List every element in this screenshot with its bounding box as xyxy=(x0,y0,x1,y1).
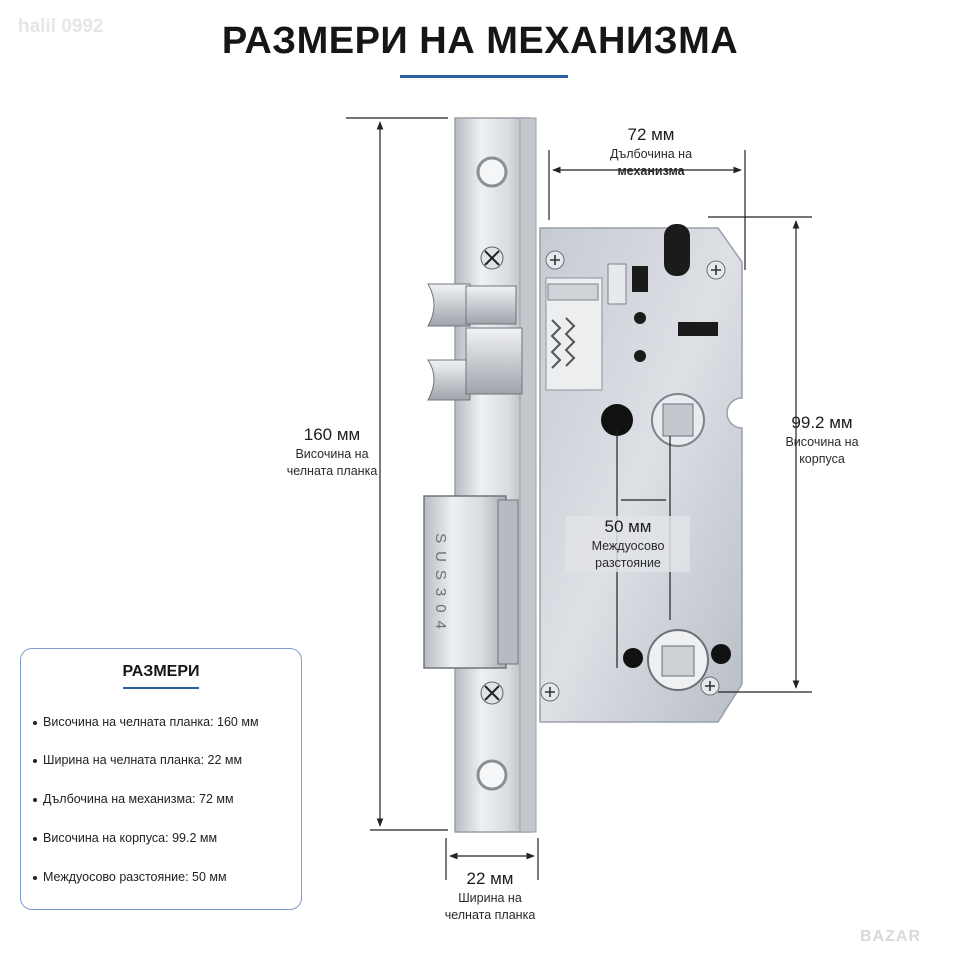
faceplate-height-label: 160 мм Височина на челната планка xyxy=(262,424,402,480)
depth-label: 72 мм Дълбочина на механизма xyxy=(576,124,726,180)
summary-item: Дълбочина на механизма: 72 мм xyxy=(33,792,234,806)
summary-item: Височина на корпуса: 99.2 мм xyxy=(32,831,218,845)
faceplate-width-caption-2: челната планка xyxy=(444,908,536,922)
summary-underline xyxy=(123,687,199,689)
summary-item: Височина на челната планка: 160 мм xyxy=(33,715,259,729)
faceplate-width-value: 22 мм xyxy=(466,869,514,888)
depth-value: 72 мм xyxy=(627,125,675,144)
deadbolt: SUS304 xyxy=(423,495,519,669)
brand-watermark: BAZAR xyxy=(860,928,921,945)
backset-value: 50 мм xyxy=(604,517,652,536)
title-underline xyxy=(400,75,568,78)
depth-caption-2: механизма xyxy=(617,164,685,178)
lock-body xyxy=(539,224,743,723)
dimension-lines xyxy=(346,117,812,880)
summary-item: Ширина на челната планка: 22 мм xyxy=(32,753,243,767)
engraving-text: SUS304 xyxy=(432,533,449,637)
faceplate xyxy=(454,117,537,833)
faceplate-height-value: 160 мм xyxy=(303,425,361,444)
backset-label: 50 мм Междуосово разстояние xyxy=(566,516,690,572)
watermark-text: halil 0992 xyxy=(18,16,104,37)
page-title: РАЗМЕРИ НА МЕХАНИЗМА xyxy=(221,20,739,62)
dimensions-summary-box: РАЗМЕРИ Височина на челната планка: 160 … xyxy=(20,648,302,910)
backset-caption-2: разстояние xyxy=(595,556,661,570)
faceplate-height-caption-2: челната планка xyxy=(286,464,378,478)
faceplate-width-caption-1: Ширина на xyxy=(458,891,522,905)
body-height-label: 99.2 мм Височина на корпуса xyxy=(760,412,884,468)
summary-heading: РАЗМЕРИ xyxy=(122,663,200,680)
backset-caption-1: Междуосово xyxy=(591,539,665,553)
body-height-caption-2: корпуса xyxy=(799,452,845,466)
latch-bolts xyxy=(427,283,523,401)
faceplate-height-caption-1: Височина на xyxy=(295,447,369,461)
body-height-caption-1: Височина на xyxy=(785,435,859,449)
body-height-value: 99.2 мм xyxy=(791,413,853,432)
faceplate-width-label: 22 мм Ширина на челната планка xyxy=(420,868,560,924)
summary-item: Междуосово разстояние: 50 мм xyxy=(33,870,227,884)
depth-caption-1: Дълбочина на xyxy=(609,147,693,161)
